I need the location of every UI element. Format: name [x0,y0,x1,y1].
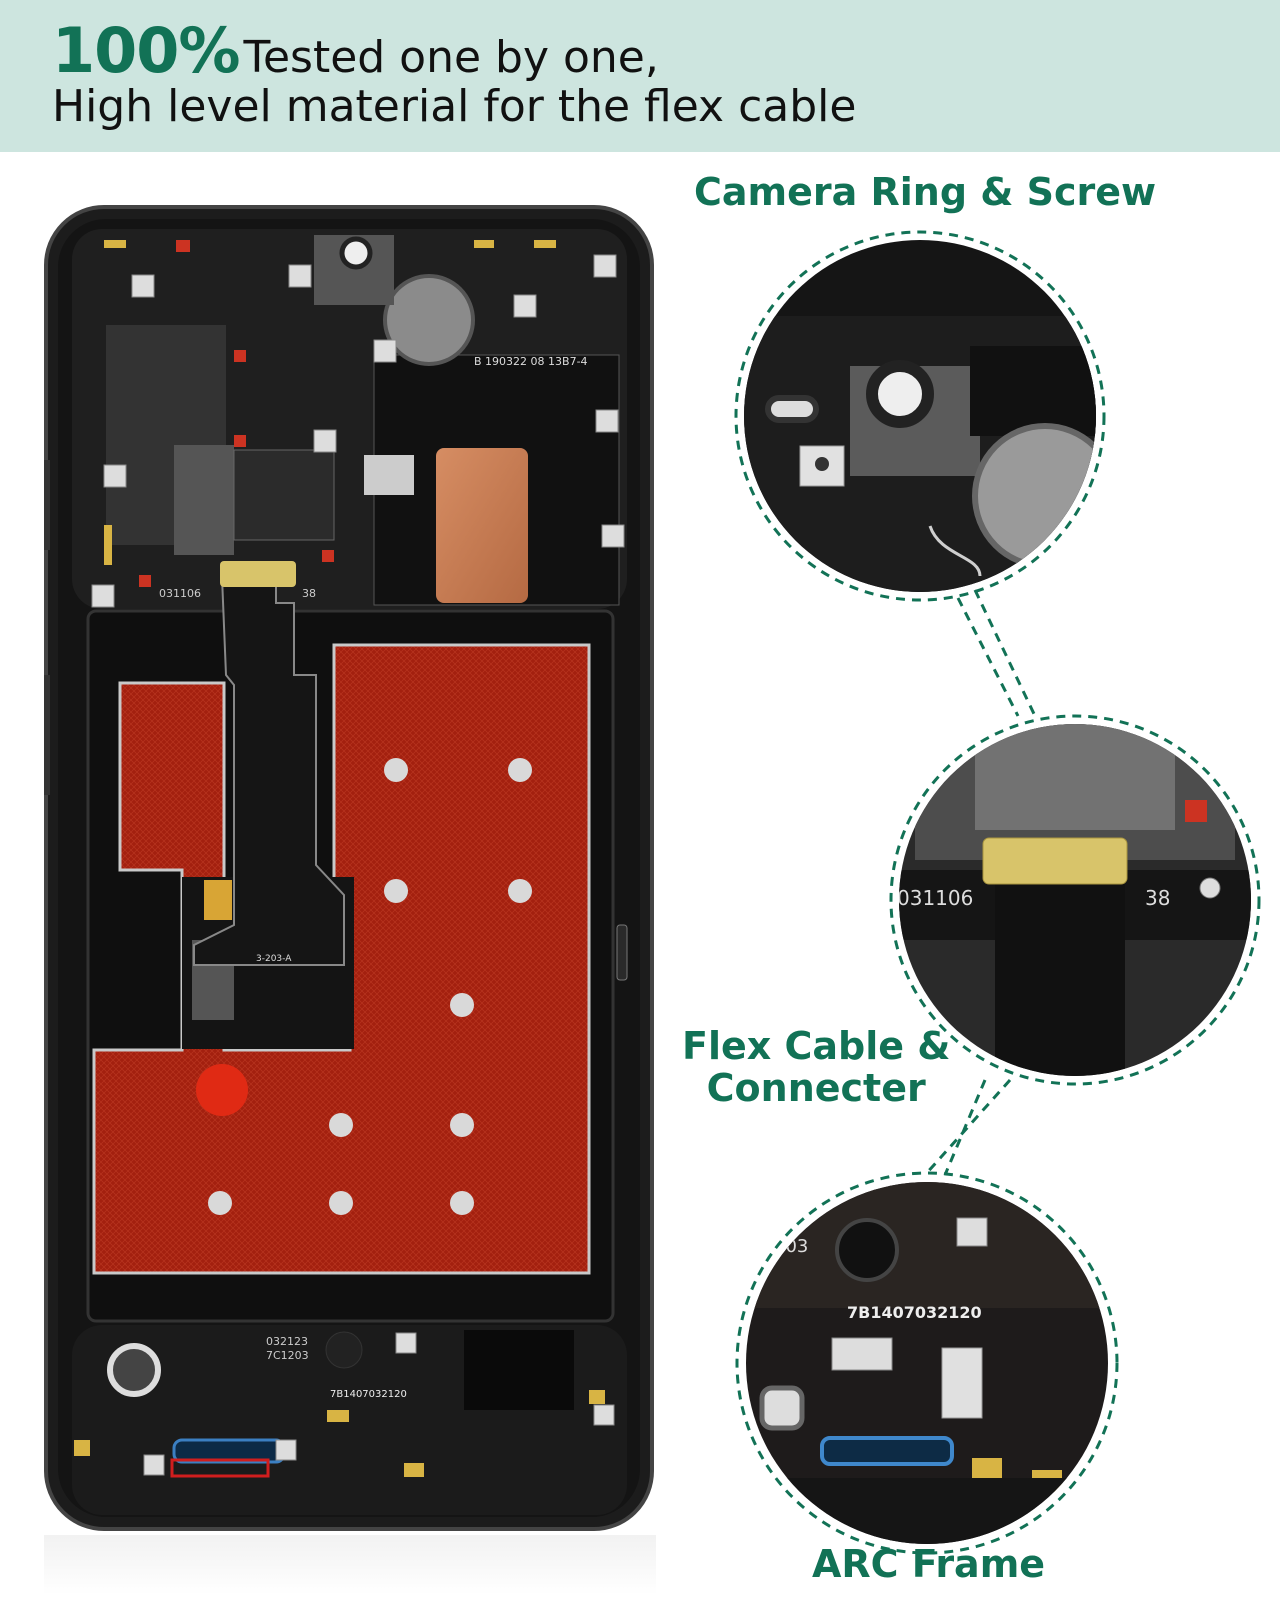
camera-ring-zoom [866,360,934,428]
zoom-arc-code2: C1203 [750,1236,808,1257]
zoom-flex-code-left: 031106 [897,886,973,910]
callout-flex-line1: Flex Cable & [682,1024,951,1068]
header-banner [0,0,1280,152]
headline-line2: High level material for the flex cable [52,81,857,132]
side-button [44,675,50,795]
bottom-serial: 7B1407032120 [330,1389,407,1400]
red-seal [196,1064,248,1116]
arc-frame-blue [820,1436,954,1466]
bottom-code2: 7C1203 [266,1349,309,1362]
flex-connector [220,561,296,587]
phone-reflection [44,1535,656,1595]
callout-flex-line2: Connecter [706,1066,926,1110]
vibration-motor [383,274,475,366]
zoom-flex-code-right: 38 [1145,886,1170,910]
connector-line [973,589,1037,717]
callout-arc-label: ARC Frame [812,1542,1046,1586]
zoom-arc-frame: 2123 C1203 7B1407032120 [746,1182,1108,1544]
board-code: B 190322 08 13B7-4 [474,355,588,368]
headline-text1: Tested one by one, [243,32,659,83]
phone-back-image: B 190322 08 13B7-4 031106 38 3-203-A 032… [44,205,654,1531]
flex-cable [193,576,345,966]
zoom-camera-ring [744,240,1096,592]
board-code-right: 38 [302,587,316,600]
connector-line [956,597,1020,717]
side-button [44,460,50,550]
headline-line1: 100% Tested one by one, [52,14,856,87]
speaker-ring [107,1343,161,1397]
connector-line [943,1079,987,1176]
zoom-flex-connector: 031106 38 [897,724,1251,1076]
headline: 100% Tested one by one, High level mater… [52,14,856,132]
board-code-left: 031106 [159,587,201,600]
flex-cable-zoom [995,880,1125,1076]
bottom-code1: 032123 [266,1335,308,1348]
camera-ring [339,236,373,270]
zoom-arc-code1: 2123 [750,1214,796,1235]
copper-shield [436,448,528,603]
callout-flex-label: Flex Cable & Connecter [682,1025,950,1109]
zoom-arc-serial: 7B1407032120 [847,1303,982,1322]
motor-zoom [972,423,1096,569]
callout-camera-label: Camera Ring & Screw [694,170,1157,214]
headline-percent: 100% [52,14,241,87]
qr-label [364,455,414,495]
flex-code: 3-203-A [256,954,292,964]
flex-connector-zoom [982,837,1128,885]
